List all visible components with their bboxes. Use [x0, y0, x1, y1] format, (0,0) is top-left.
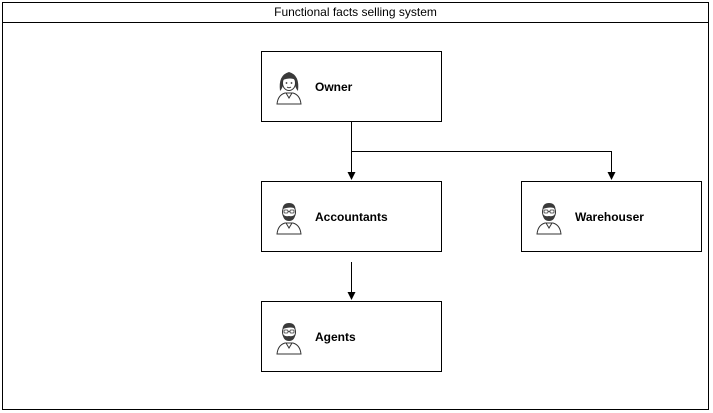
- node-label-warehouser: Warehouser: [575, 209, 644, 224]
- node-accountants[interactable]: Accountants: [261, 181, 442, 252]
- node-label-owner: Owner: [315, 79, 353, 94]
- diagram-title: Functional facts selling system: [3, 3, 708, 23]
- bearded-man-avatar-icon: [536, 203, 562, 235]
- node-warehouser[interactable]: Warehouser: [521, 181, 702, 252]
- bearded-man-avatar-icon: [276, 323, 302, 355]
- edge-owner-warehouser: [351, 151, 616, 180]
- woman-avatar-icon: [276, 72, 302, 105]
- diagram-frame: Functional facts selling system: [2, 2, 709, 410]
- node-agents[interactable]: Agents: [261, 301, 442, 372]
- node-label-agents: Agents: [315, 329, 356, 344]
- bearded-man-avatar-icon: [276, 203, 302, 235]
- node-owner[interactable]: Owner: [261, 51, 442, 122]
- node-label-accountants: Accountants: [315, 209, 388, 224]
